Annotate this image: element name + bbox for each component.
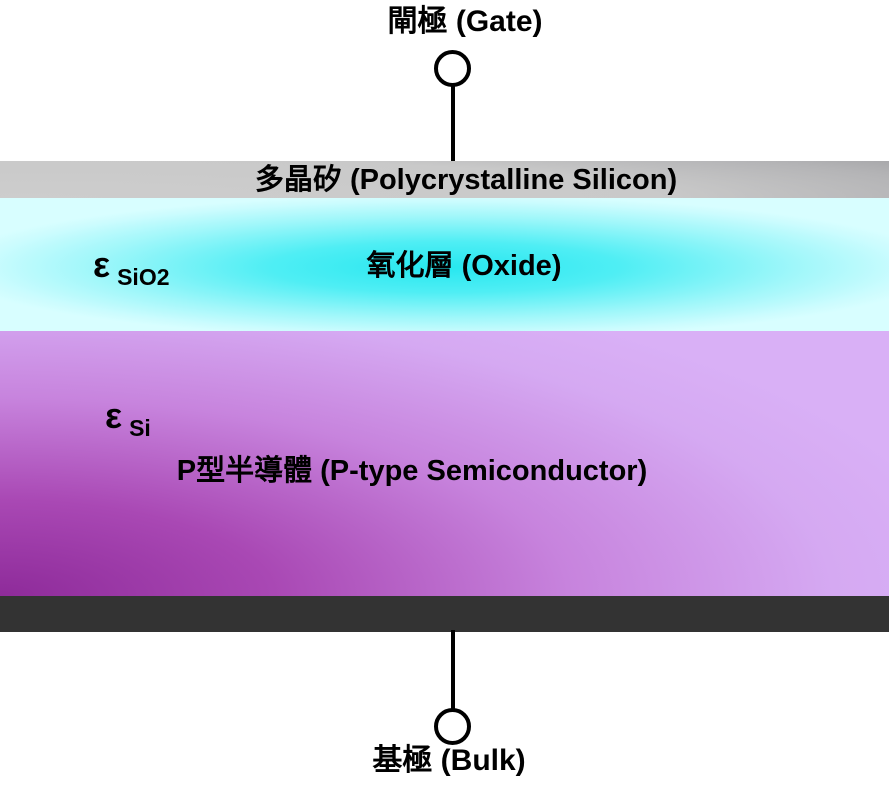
gate-terminal-label: 閘極 (Gate) [387,5,543,38]
polysilicon-label: 多晶矽 (Polycrystalline Silicon) [254,164,678,196]
bulk-terminal-circle [434,708,471,745]
epsilon-subscript-si: Si [129,415,151,441]
gate-wire [451,86,455,162]
epsilon-symbol: ε [93,244,111,285]
oxide-label: 氧化層 (Oxide) [366,250,562,282]
epsilon-symbol: ε [105,395,123,436]
bulk-terminal-label: 基極 (Bulk) [372,744,526,777]
gate-terminal-circle [434,50,471,87]
bulk-contact-layer [0,596,889,632]
bulk-wire [451,630,455,710]
semiconductor-label: P型半導體 (P-type Semiconductor) [176,455,648,487]
epsilon-subscript-sio2: SiO2 [117,264,170,290]
polysilicon-layer: 多晶矽 (Polycrystalline Silicon) [0,161,889,198]
